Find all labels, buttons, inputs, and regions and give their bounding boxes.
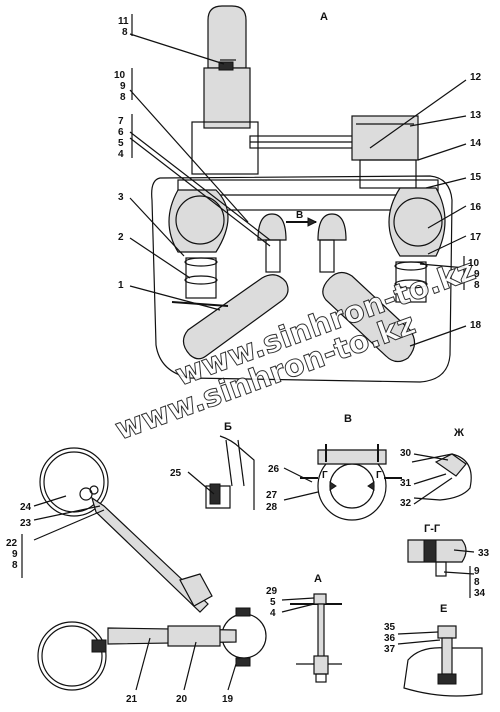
view-title-a-detail: А xyxy=(314,573,322,585)
callout-8e: 8 xyxy=(474,577,480,588)
callout-26: 26 xyxy=(268,464,280,475)
detail-b xyxy=(187,435,255,510)
rod-leaders xyxy=(21,495,237,691)
view-title-e: Е xyxy=(440,603,447,615)
callout-1: 1 xyxy=(118,280,124,291)
callout-16: 16 xyxy=(470,202,482,213)
callout-6: 6 xyxy=(118,127,124,138)
callout-3: 3 xyxy=(118,192,124,203)
view-title-v: В xyxy=(344,413,352,425)
view-title-main: А xyxy=(320,11,328,23)
main-assembly xyxy=(151,5,453,383)
callout-7: 7 xyxy=(118,116,124,127)
callout-17: 17 xyxy=(470,232,482,243)
rod-assembly xyxy=(37,447,267,691)
watermark: www.sinhron-to.kz www.sinhron-to.kz xyxy=(110,252,480,448)
detail-v xyxy=(283,444,402,521)
callout-24: 24 xyxy=(20,502,32,513)
callout-30: 30 xyxy=(400,448,412,459)
callout-22: 22 xyxy=(6,538,18,549)
section-mark-g1: Г xyxy=(322,470,328,481)
callout-8b: 8 xyxy=(122,27,128,38)
callout-35: 35 xyxy=(384,622,396,633)
section-mark-g2: Г xyxy=(376,470,382,481)
detail-a-bolt xyxy=(281,593,342,683)
detail-e xyxy=(397,625,483,697)
callout-31: 31 xyxy=(400,478,412,489)
callout-4b: 4 xyxy=(270,608,276,619)
callout-9b: 9 xyxy=(474,269,480,280)
callout-9d: 9 xyxy=(474,566,480,577)
callout-32: 32 xyxy=(400,498,412,509)
detail-zh xyxy=(411,453,472,505)
callout-37: 37 xyxy=(384,644,396,655)
callout-5: 5 xyxy=(118,138,124,149)
callout-27: 27 xyxy=(266,490,278,501)
section-mark-v: В xyxy=(296,210,303,221)
callout-28: 28 xyxy=(266,502,278,513)
view-title-zh: Ж xyxy=(453,427,464,439)
callout-36: 36 xyxy=(384,633,396,644)
callout-12: 12 xyxy=(470,72,482,83)
callout-11: 11 xyxy=(118,16,129,27)
callout-10a: 10 xyxy=(114,70,126,81)
callout-33: 33 xyxy=(478,548,490,559)
main-leaders xyxy=(129,14,467,347)
callout-23: 23 xyxy=(20,518,32,529)
callout-5b: 5 xyxy=(270,597,276,608)
callout-14: 14 xyxy=(470,138,482,149)
callout-13: 13 xyxy=(470,110,482,121)
callout-20: 20 xyxy=(176,694,188,705)
callout-8c: 8 xyxy=(474,280,480,291)
callout-25: 25 xyxy=(170,468,182,479)
callout-8d: 8 xyxy=(12,560,18,571)
callout-2: 2 xyxy=(118,232,124,243)
section-gg xyxy=(407,539,475,598)
callout-9c: 9 xyxy=(12,549,18,560)
callout-9a: 9 xyxy=(120,81,126,92)
callout-4: 4 xyxy=(118,149,124,160)
view-title-b: Б xyxy=(224,421,232,433)
callout-10b: 10 xyxy=(468,258,480,269)
view-title-gg: Г-Г xyxy=(424,523,441,535)
callout-29: 29 xyxy=(266,586,278,597)
callout-34: 34 xyxy=(474,588,486,599)
callout-21: 21 xyxy=(126,694,138,705)
callout-15: 15 xyxy=(470,172,482,183)
callout-19: 19 xyxy=(222,694,234,705)
callout-18: 18 xyxy=(470,320,482,331)
callout-8a: 8 xyxy=(120,92,126,103)
